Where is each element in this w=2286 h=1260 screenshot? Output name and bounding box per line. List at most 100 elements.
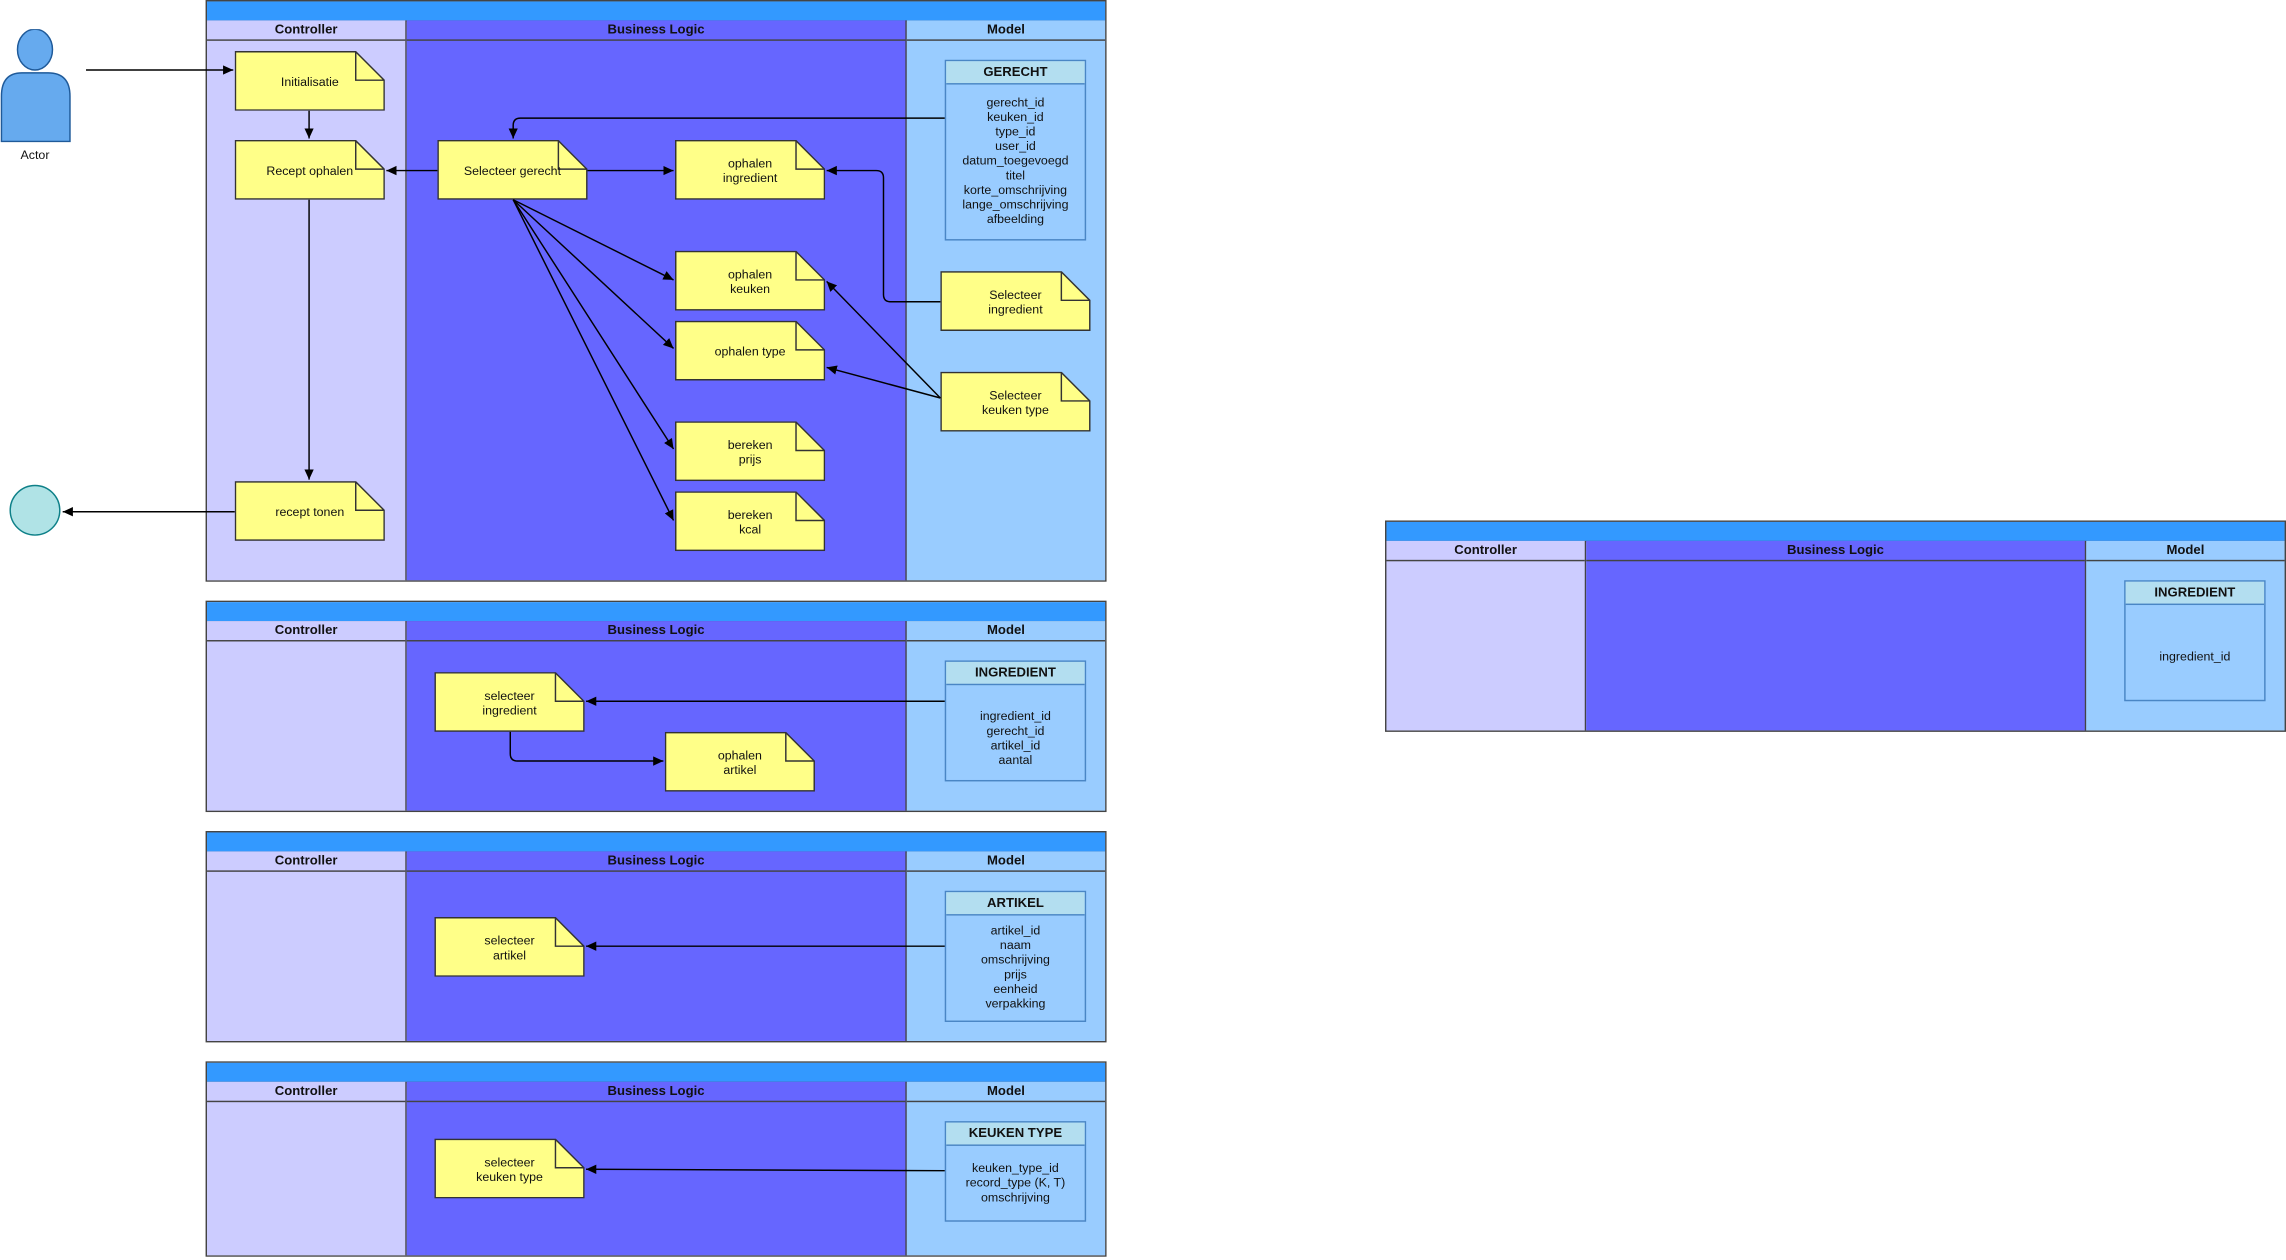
lane-header: Controller [207, 20, 406, 41]
note-text: Selecteer gerecht [463, 162, 562, 178]
entity-field: gerecht_id [986, 723, 1045, 738]
lane-header: Business Logic [406, 851, 906, 872]
entity-field: ingredient_id [2159, 648, 2231, 664]
pool-header [1386, 521, 2285, 543]
note-ophalen-artikel[interactable]: ophalen artikel [664, 731, 815, 792]
lane-header: Model [2086, 541, 2285, 562]
entity-ingredient-right[interactable]: INGREDIENT ingredient_id [2124, 580, 2266, 702]
lane-controller: Controller [207, 1081, 407, 1256]
pool-ingredient: Controller Business Logic Model [205, 600, 1107, 813]
lane-header: Model [906, 621, 1106, 642]
note-bereken-prijs[interactable]: bereken prijs [675, 421, 826, 482]
entity-fields: ingredient_id [2126, 605, 2265, 664]
entity-fields: keuken_type_id record_type (K, T) omschr… [946, 1146, 1085, 1204]
note-folded-corner-icon [434, 917, 585, 977]
lane-header: Controller [207, 1082, 406, 1103]
pool-header [207, 602, 1106, 623]
entity-field: record_type (K, T) [965, 1175, 1066, 1190]
entity-field: keuken_id [987, 109, 1044, 124]
note-folded-corner-icon [234, 139, 385, 200]
note-text: bereken prijs [727, 436, 773, 466]
note-text: recept tonen [275, 503, 345, 519]
note-text: selecteer ingredient [482, 687, 537, 717]
note-selecteer-gerecht[interactable]: Selecteer gerecht [437, 139, 588, 200]
note-text: Initialisatie [280, 73, 339, 89]
note-ophalen-type[interactable]: ophalen type [675, 320, 826, 381]
entity-field: eenheid [993, 981, 1038, 996]
entity-fields: gerecht_id keuken_id type_id user_id dat… [946, 85, 1085, 226]
note-folded-corner-icon [940, 371, 1091, 432]
note-folded-corner-icon [434, 1138, 585, 1199]
note-selecteer-keuken-type[interactable]: selecteer keuken type [434, 1138, 585, 1199]
note-text: ophalen keuken [728, 266, 773, 296]
entity-field: type_id [995, 123, 1036, 139]
end-state-icon[interactable] [9, 484, 64, 539]
entity-field: korte_omschrijving [963, 182, 1068, 197]
note-folded-corner-icon [675, 421, 826, 482]
lane-business-logic: Business Logic [1586, 540, 2087, 731]
lane-header: Controller [1386, 541, 1585, 562]
note-folded-corner-icon [675, 320, 826, 381]
lane-header: Model [906, 1082, 1106, 1103]
lane-header: Model [906, 20, 1106, 41]
note-folded-corner-icon [664, 731, 815, 792]
entity-keuken-type[interactable]: KEUKEN TYPE keuken_type_id record_type (… [944, 1121, 1087, 1222]
note-selecteer-ingredient[interactable]: selecteer ingredient [434, 672, 585, 732]
note-text: Selecteer keuken type [982, 387, 1049, 417]
entity-name: ARTIKEL [946, 892, 1085, 916]
note-recept-tonen[interactable]: recept tonen [234, 481, 385, 541]
note-ophalen-ingredient[interactable]: ophalen ingredient [675, 139, 826, 200]
lane-header: Controller [207, 851, 406, 872]
lane-controller: Controller [207, 851, 407, 1041]
note-selecteer-artikel[interactable]: selecteer artikel [434, 917, 585, 977]
lane-header: Business Logic [1586, 541, 2085, 562]
lane-business-logic: Business Logic [406, 20, 907, 581]
note-folded-corner-icon [940, 271, 1091, 331]
lane-header: Business Logic [406, 20, 906, 41]
lane-header: Business Logic [406, 621, 906, 642]
entity-field: naam [999, 937, 1031, 953]
lane-controller: Controller [207, 621, 407, 811]
note-initialisatie[interactable]: Initialisatie [234, 51, 385, 111]
note-text: ophalen artikel [717, 747, 762, 777]
note-folded-corner-icon [434, 672, 585, 732]
entity-field: prijs [1004, 966, 1027, 982]
entity-name: KEUKEN TYPE [946, 1122, 1085, 1146]
note-ophalen-keuken[interactable]: ophalen keuken [675, 250, 826, 311]
entity-field: keuken_type_id [972, 1160, 1059, 1176]
note-folded-corner-icon [234, 481, 385, 541]
entity-name: INGREDIENT [2125, 581, 2265, 606]
lane-controller: Controller [1386, 540, 1587, 731]
entity-field: omschrijving [980, 1189, 1050, 1205]
entity-field: ingredient_id [979, 708, 1051, 724]
entity-name: INGREDIENT [946, 661, 1085, 686]
entity-field: gerecht_id [986, 94, 1045, 110]
entity-fields: ingredient_id gerecht_id artikel_id aant… [946, 685, 1085, 767]
note-bereken-kcal[interactable]: bereken kcal [675, 491, 826, 552]
note-selecteer-keuken-type[interactable]: Selecteer keuken type [940, 371, 1091, 432]
note-text: bereken kcal [727, 506, 773, 536]
note-selecteer-ingredient[interactable]: Selecteer ingredient [940, 271, 1091, 331]
note-text: ophalen ingredient [722, 155, 778, 185]
note-folded-corner-icon [675, 139, 826, 200]
note-recept-ophalen[interactable]: Recept ophalen [234, 139, 385, 200]
entity-ingredient[interactable]: INGREDIENT ingredient_id gerecht_id arti… [944, 660, 1087, 782]
lane-header: Model [906, 851, 1106, 872]
note-text: selecteer keuken type [476, 1153, 543, 1184]
note-folded-corner-icon [675, 491, 826, 552]
person-icon[interactable] [0, 29, 73, 143]
entity-artikel[interactable]: ARTIKEL artikel_id naam omschrijving pri… [944, 890, 1087, 1022]
note-folded-corner-icon [675, 250, 826, 311]
entity-field: artikel_id [990, 922, 1041, 938]
entity-gerecht[interactable]: GERECHT gerecht_id keuken_id type_id use… [944, 59, 1087, 241]
entity-field: user_id [995, 138, 1036, 154]
note-text: Selecteer ingredient [988, 286, 1043, 316]
entity-name: GERECHT [946, 61, 1085, 85]
entity-fields: artikel_id naam omschrijving prijs eenhe… [946, 916, 1085, 1010]
entity-field: titel [1005, 167, 1026, 183]
pool-header [207, 832, 1106, 853]
entity-field: afbeelding [986, 211, 1045, 226]
entity-field: omschrijving [980, 952, 1050, 967]
lane-header: Business Logic [406, 1082, 906, 1103]
